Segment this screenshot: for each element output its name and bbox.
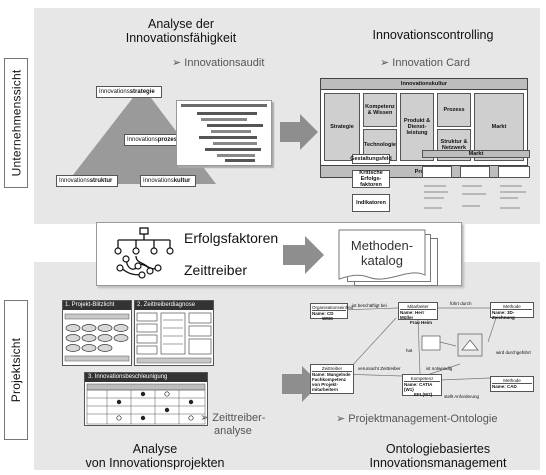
detail-indicator-lines [424, 185, 526, 209]
company-view-label: Unternehmenssicht [4, 58, 28, 188]
project-view-label: Projektsicht [4, 300, 28, 440]
ontology-competence-node: Kompetenz Name: CATIA (W1) EFL(W2) [402, 374, 442, 397]
pyramid-culture: Innovationskultur [140, 175, 196, 187]
success-factor-tree [114, 227, 174, 279]
card-prozess: Prozess [437, 93, 471, 127]
detail-box-2 [460, 166, 490, 178]
ontology-method-node: Methode Name: 3D-Zeichnung [490, 302, 534, 320]
detail-markt: Markt [422, 150, 530, 158]
project-flashlight-title: 1. Projekt-Blitzlicht [63, 301, 131, 310]
ontology-org-node: Organisationseinheit Name: CD WMS [310, 303, 354, 321]
innovation-acceleration-title: 3. Innovationsbeschleunigung [85, 373, 207, 382]
ontology-edge-employed: ist beschäftigt bei [352, 303, 387, 308]
ontology-edge-necessary: ist notwendig [426, 366, 453, 371]
innovation-controlling-title: Innovationscontrolling [372, 28, 494, 42]
time-driver-analysis-label: ➢ Zeittreiber- analyse [200, 412, 266, 437]
time-driver-diagnosis-diagram [136, 312, 212, 364]
ontology-employee-node: Mitarbeiter Name: Herr Müller Frau Heim [398, 302, 438, 325]
time-driver-diagnosis-panel: 2. Zeittreiberdiagnose [134, 300, 214, 366]
ontology-edge-requirement: stellt Anforderung [444, 394, 480, 399]
flow-arrow-middle [283, 236, 324, 274]
innovation-card-label: ➢ Innovation Card [380, 57, 470, 69]
card-produkt: Produkt & Dienst-leistung [400, 93, 434, 161]
innovation-capability-title: Analyse der Innovationsfähigkeit [125, 17, 237, 45]
detail-box-1 [422, 166, 452, 178]
detail-gestaltungsfeld: Gestaltungsfeld [350, 154, 392, 164]
catalog-page-front [338, 229, 426, 280]
ontology-connectors [339, 307, 497, 381]
pyramid-strategy: Innovationsstrategie [96, 86, 162, 98]
project-view-panel [34, 262, 540, 470]
card-markt: Markt [474, 93, 524, 161]
ontology-diagram: Organisationseinheit Name: CD WMS ist be… [310, 301, 536, 406]
innovation-audit-label: ➢ Innovationsaudit [172, 57, 265, 69]
detail-box-3 [498, 166, 530, 178]
pm-ontology-label: ➢ Projektmanagement-Ontologie [336, 413, 498, 425]
time-driver-diagnosis-title: 2. Zeittreiberdiagnose [135, 301, 213, 310]
project-flashlight-diagram [64, 313, 130, 362]
zeittreiber-label: Zeittreiber [184, 262, 248, 278]
ontology-edge-performs: führt durch [450, 301, 472, 306]
card-header: Innovationskultur [321, 79, 527, 90]
card-detail: Gestaltungsfeld Kritische Erfolgs-faktor… [350, 148, 530, 216]
project-analysis-title: Analyse von Innovationsprojekten [85, 442, 225, 470]
card-strategie: Strategie [324, 93, 360, 161]
project-flashlight-panel: 1. Projekt-Blitzlicht [62, 300, 132, 366]
ontology-management-title: Ontologiebasiertes Innovationsmanagement [369, 442, 507, 470]
innovation-acceleration-panel: 3. Innovationsbeschleunigung [84, 372, 208, 426]
ontology-timedriver-node: Zeittreiber Name: Mangelnde Fachkompeten… [310, 364, 354, 394]
ontology-edge-executed: wird durchgeführt [496, 350, 531, 355]
ontology-edge-causes: verursacht Zeittreiber [358, 366, 401, 371]
innovation-acceleration-matrix [86, 383, 206, 425]
pyramid-process: Innovationsprozess [124, 134, 190, 146]
ontology-edge-has: hat [406, 348, 413, 353]
card-kompetenz: Kompetenz & Wissen [363, 93, 397, 127]
detail-kritische: Kritische Erfolgs-faktoren [352, 170, 390, 188]
flow-arrow-top [280, 114, 318, 150]
audit-chart-thumbnail [176, 100, 272, 166]
methodenkatalog-label: Methoden- katalog [350, 238, 414, 268]
erfolgsfaktoren-label: Erfolgsfaktoren [184, 230, 279, 246]
pyramid-structure: Innovationsstruktur [56, 175, 118, 187]
detail-indikatoren: Indikatoren [352, 194, 390, 212]
ontology-method2-node: Methode Name: CAD [490, 376, 534, 392]
